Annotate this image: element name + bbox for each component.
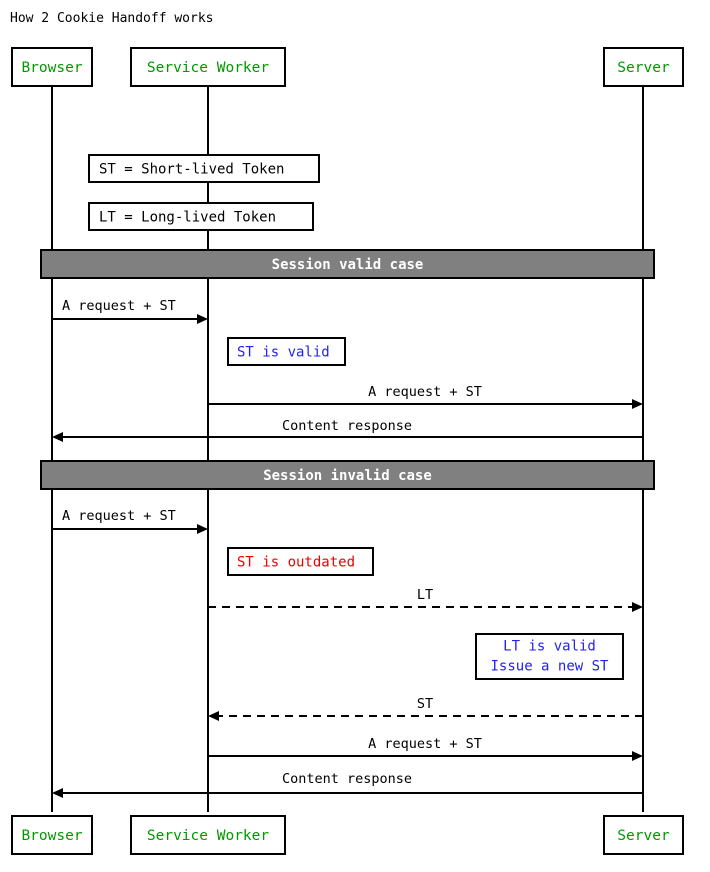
inline-note-lt-is-valid-line2: Issue a new ST (490, 659, 609, 675)
inline-note-st-is-valid: ST is valid (227, 337, 346, 366)
participant-header-server[interactable]: Server (603, 47, 684, 87)
section-divider-valid-label: Session valid case (272, 257, 424, 273)
participant-label-server: Server (617, 60, 670, 76)
participant-footer-browser[interactable]: Browser (11, 815, 93, 855)
inline-note-st-is-outdated: ST is outdated (227, 547, 374, 576)
arrow-head-right (632, 751, 643, 761)
legend-note-lt-text: LT = Long-lived Token (99, 210, 276, 226)
section-divider-invalid-label: Session invalid case (263, 468, 432, 484)
section-divider-invalid: Session invalid case (40, 460, 655, 490)
message-6-st: ST (208, 696, 643, 721)
message-3-content-response: Content response (52, 418, 643, 442)
message-4-request-st: A request + ST (52, 508, 208, 534)
participant-header-browser[interactable]: Browser (11, 47, 93, 87)
message-8-content-response: Content response (52, 771, 643, 798)
participant-footer-label-browser: Browser (21, 828, 82, 844)
message-7-label: A request + ST (368, 736, 482, 752)
inline-note-lt-is-valid-line1: LT is valid (503, 639, 596, 655)
participant-footer-label-server: Server (617, 828, 670, 844)
arrow-head-right (197, 314, 208, 324)
message-6-label: ST (417, 696, 433, 712)
inline-note-st-is-valid-text: ST is valid (237, 345, 330, 361)
legend-note-long-lived-token: LT = Long-lived Token (88, 202, 314, 231)
message-5-lt: LT (208, 587, 643, 612)
arrow-head-left (208, 711, 219, 721)
participant-footer-label-service-worker: Service Worker (147, 828, 269, 844)
participant-label-service-worker: Service Worker (147, 60, 269, 76)
message-3-label: Content response (282, 418, 412, 434)
participant-label-browser: Browser (21, 60, 82, 76)
arrow-head-right (632, 399, 643, 409)
arrow-head-left (52, 788, 63, 798)
inline-note-lt-is-valid: LT is valid Issue a new ST (475, 633, 624, 680)
section-divider-valid: Session valid case (40, 249, 655, 279)
message-4-label: A request + ST (62, 508, 176, 524)
message-8-label: Content response (282, 771, 412, 787)
arrow-head-right (197, 524, 208, 534)
message-1-label: A request + ST (62, 298, 176, 314)
message-1-request-st: A request + ST (52, 298, 208, 324)
message-7-request-st: A request + ST (208, 736, 643, 761)
message-2-label: A request + ST (368, 384, 482, 400)
participant-footer-server[interactable]: Server (603, 815, 684, 855)
arrow-head-right (632, 602, 643, 612)
participant-header-service-worker[interactable]: Service Worker (130, 47, 286, 87)
message-5-label: LT (417, 587, 433, 603)
inline-note-st-is-outdated-text: ST is outdated (237, 555, 355, 571)
message-2-request-st: A request + ST (207, 380, 643, 409)
participant-footer-service-worker[interactable]: Service Worker (130, 815, 286, 855)
legend-note-st-text: ST = Short-lived Token (99, 162, 284, 178)
arrow-head-left (52, 432, 63, 442)
page-title: How 2 Cookie Handoff works (10, 11, 214, 26)
legend-note-short-lived-token: ST = Short-lived Token (88, 154, 320, 183)
